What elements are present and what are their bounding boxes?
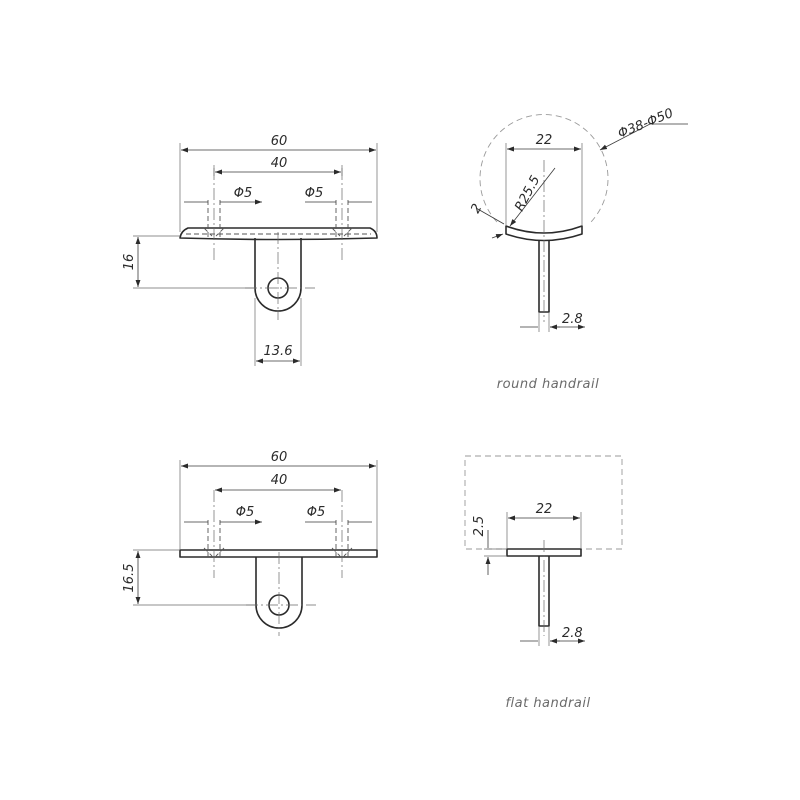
dim-text-40: 40 (271, 156, 288, 171)
dim-text-thickness: 2 (468, 202, 485, 216)
dim-text-hole-left: Φ5 (234, 186, 253, 201)
dim-text-136: 13.6 (264, 344, 293, 359)
flat-dim-text-hole-right: Φ5 (307, 505, 326, 520)
flat-bracket-front-view: 60 40 Φ5 Φ5 16.5 (122, 450, 378, 636)
dim-text-hole-right: Φ5 (305, 186, 324, 201)
caption-flat-handrail: flat handrail (505, 696, 590, 711)
flat-dim-text-25: 2.5 (472, 516, 487, 537)
flat-dim-text-60: 60 (271, 450, 288, 465)
hole-right-hidden (331, 200, 353, 240)
dim-leader-pipe-range (599, 123, 688, 151)
flat-hole-right-hidden (331, 520, 353, 560)
curved-saddle-side (505, 225, 583, 242)
round-bracket-front-view: 60 40 Φ5 Φ5 16 13.6 (122, 134, 378, 366)
handrail-phantom-circle (479, 114, 609, 223)
dim-text-16: 16 (122, 254, 137, 271)
flat-bracket-side-view: 22 2.5 2.8 flat handrail (464, 455, 623, 711)
mounting-tab (254, 238, 302, 312)
round-bracket-side-view: 22 Φ38-Φ50 R25.5 2 2.8 round handrail (468, 106, 688, 392)
dim-line-thickness (475, 207, 504, 238)
dim-text-28: 2.8 (562, 312, 583, 327)
curved-saddle-plate (179, 227, 378, 241)
dim-leader-radius (509, 167, 556, 227)
hole-left-hidden (203, 200, 225, 240)
flat-hole-left-hidden (203, 520, 225, 560)
flat-dim-text-165: 16.5 (122, 564, 137, 593)
flat-dim-text-40: 40 (271, 473, 288, 488)
flat-dim-text-28: 2.8 (562, 626, 583, 641)
dim-text-radius: R25.5 (512, 173, 543, 214)
dim-text-22: 22 (536, 133, 553, 148)
flat-dim-text-hole-left: Φ5 (236, 505, 255, 520)
caption-round-handrail: round handrail (497, 377, 599, 392)
handrail-phantom-rect (464, 455, 623, 550)
dim-text-60: 60 (271, 134, 288, 149)
flat-plate (179, 549, 378, 558)
flat-dim-text-22: 22 (536, 502, 553, 517)
